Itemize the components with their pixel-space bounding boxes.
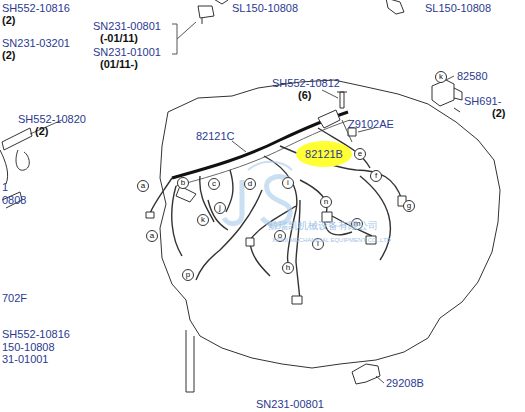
part-number: Z9102AE xyxy=(348,118,394,130)
callout-circle: a xyxy=(146,230,158,242)
engine-foot xyxy=(186,330,194,392)
callout-letter: f xyxy=(375,172,377,180)
leader-line xyxy=(30,22,454,383)
quantity: (2) xyxy=(492,107,505,119)
callout-letter: a xyxy=(150,232,154,240)
part-number: SH552-10812 xyxy=(272,77,340,89)
callout-letter: k xyxy=(201,216,205,224)
callout-letter: b xyxy=(181,179,185,187)
part-number: 82580 xyxy=(457,70,488,82)
part-number: 29208B xyxy=(386,377,424,389)
callout-letter: i xyxy=(287,179,289,187)
part-number: SN231-00801 xyxy=(93,20,161,32)
callout-letter: k xyxy=(439,73,443,81)
quantity: (2) xyxy=(2,14,15,26)
quantity: (01/11-) xyxy=(100,58,138,70)
part-number: SH691- xyxy=(464,95,501,107)
callout-circle: d xyxy=(244,178,256,190)
wire xyxy=(196,128,402,300)
part-number: 702F xyxy=(2,292,27,304)
wire xyxy=(150,178,228,256)
callout-circle: e xyxy=(354,148,366,160)
callout-circle: j xyxy=(214,202,226,214)
callout-letter: c xyxy=(212,180,216,188)
callout-circle: n xyxy=(320,196,332,208)
part-number: SH552-10816 xyxy=(2,2,70,14)
callout-letter: a xyxy=(141,182,145,190)
part-number: 150-10808 xyxy=(2,341,55,353)
quantity: (2) xyxy=(2,49,15,61)
callout-circle: c xyxy=(208,178,220,190)
callout-circle: k xyxy=(197,214,209,226)
callout-circle: a xyxy=(137,180,149,192)
part-number: 31-01001 xyxy=(2,353,49,365)
part-number: SN231-01001 xyxy=(93,46,161,58)
callout-letter: n xyxy=(324,198,328,206)
callout-letter: 82121B xyxy=(305,148,343,160)
callout-letter: g xyxy=(407,202,411,210)
part-number: SH552-10816 xyxy=(2,328,70,340)
connector xyxy=(432,80,462,106)
part-number: SL150-10808 xyxy=(232,2,298,14)
part-number: 0808 xyxy=(2,194,26,206)
clip xyxy=(212,0,228,4)
part-number: SL150-10808 xyxy=(425,2,491,14)
callout-circle: g xyxy=(403,200,415,212)
highlight-oval: 82121B xyxy=(296,141,352,167)
callout-circle: b xyxy=(177,177,189,189)
callout-letter: e xyxy=(358,150,362,158)
watermark: 鲸瑞凯机械设备有限公司 xyxy=(268,220,378,232)
watermark: XIRUI MECHANICAL EQUIPMENT CO.,LTD xyxy=(272,234,391,246)
engine-outline xyxy=(160,80,500,368)
callout-letter: h xyxy=(286,264,290,272)
bolt xyxy=(198,6,214,24)
part-number: SN231-03201 xyxy=(2,37,70,49)
callout-letter: d xyxy=(248,180,252,188)
callout-letter: p xyxy=(186,271,190,279)
part-number: 1 xyxy=(2,181,8,193)
callout-circle: p xyxy=(182,269,194,281)
clamp xyxy=(2,128,32,170)
quantity: (-01/11) xyxy=(100,32,138,44)
callout-circle: h xyxy=(282,262,294,274)
bracket xyxy=(352,364,380,384)
clip xyxy=(386,0,404,14)
callout-circle: k xyxy=(435,71,447,83)
bolt xyxy=(337,92,347,108)
callout-circle: f xyxy=(370,170,382,182)
quantity: (6) xyxy=(298,89,311,101)
quantity: (2) xyxy=(35,125,48,137)
part-number: SN231-00801 xyxy=(256,398,324,410)
watermark-logo xyxy=(224,162,292,225)
part-number: 82121C xyxy=(196,130,235,142)
part-number: SH552-10820 xyxy=(18,113,86,125)
callout-letter: j xyxy=(219,204,221,212)
callout-circle: i xyxy=(282,177,294,189)
